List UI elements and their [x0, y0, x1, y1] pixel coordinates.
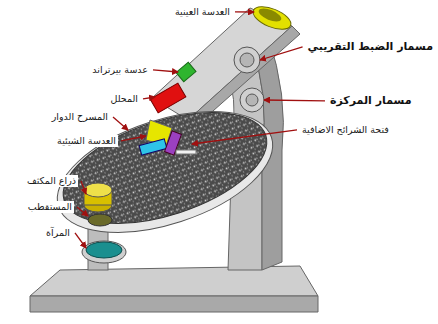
eyepiece-label: العدسة العينية — [173, 6, 232, 18]
slot-label: فتحة الشرائح الاضافية — [300, 124, 391, 136]
leader-arrow — [77, 207, 88, 216]
polarizer-label: المستقطب — [26, 201, 74, 213]
leader-arrow — [153, 70, 178, 72]
coarse-knob-label: مسمار الضبط التقريبي — [306, 40, 435, 54]
leader-arrow — [264, 99, 325, 101]
stage-label: المسرح الدوار — [50, 111, 110, 123]
leader-arrow — [260, 47, 303, 60]
leader-arrow — [75, 233, 86, 248]
leader-arrow — [192, 130, 297, 144]
leader-arrow — [235, 11, 254, 12]
leader-arrow — [113, 117, 128, 130]
objective-label: العدسة الشيئية — [55, 135, 118, 147]
centering-knob-label: مسمار المركزة — [328, 94, 414, 108]
bertrand-lens-label: عدسة بيرتراند — [90, 64, 150, 76]
analyzer-label: المحلل — [109, 93, 141, 105]
condenser-arm-label: ذراع المكثف — [25, 175, 78, 187]
leader-arrow — [143, 97, 155, 99]
leader-arrow — [81, 181, 86, 194]
leader-arrow — [121, 136, 146, 141]
mirror-label: المرآة — [44, 227, 72, 239]
